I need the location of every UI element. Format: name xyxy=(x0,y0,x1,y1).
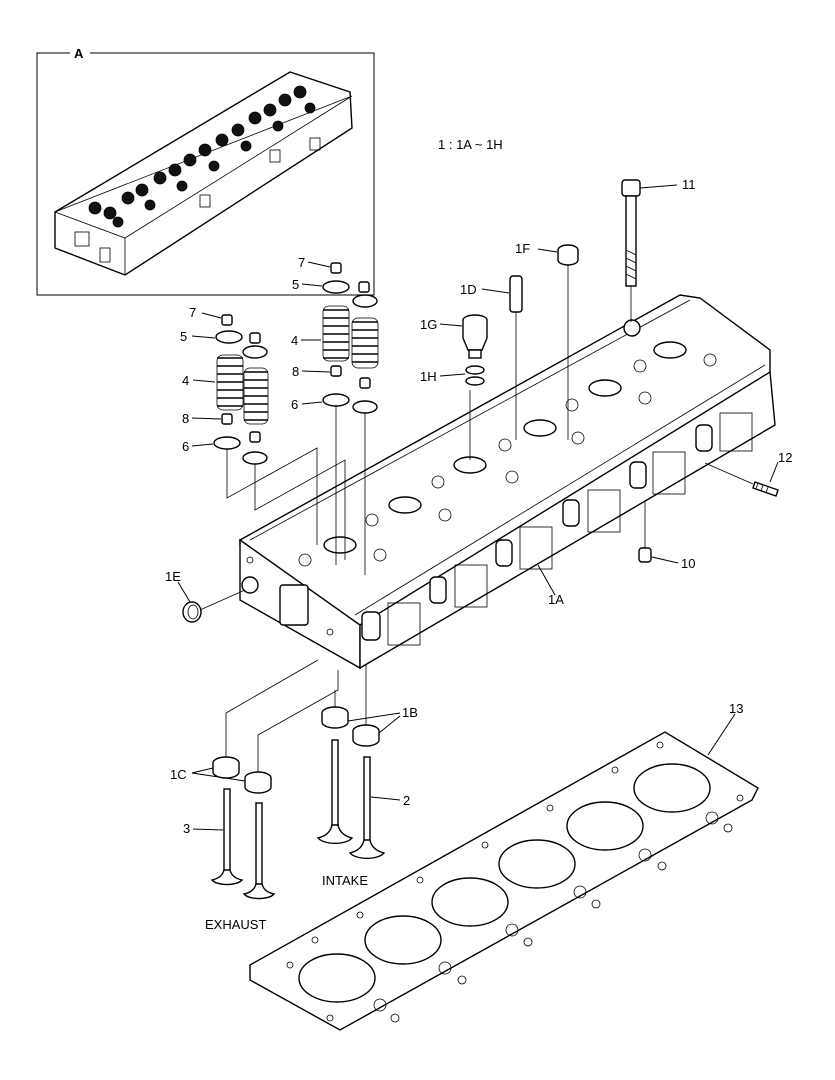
callout-1b: 1B xyxy=(402,705,418,720)
inset-a-detail: A xyxy=(36,46,375,296)
callout-5-center: 5 xyxy=(292,277,299,292)
valve-train-left xyxy=(191,312,346,560)
part-10-plug xyxy=(638,500,679,564)
inset-a-label: A xyxy=(74,46,84,61)
part-11-bolt xyxy=(621,179,678,322)
callout-8-center: 8 xyxy=(292,364,299,379)
callout-7-left: 7 xyxy=(189,305,196,320)
part-12-stud xyxy=(704,461,779,497)
callout-1g: 1G xyxy=(420,317,437,332)
intake-label: INTAKE xyxy=(322,873,368,888)
part-1g-injector-sleeve xyxy=(439,314,488,359)
callout-1a: 1A xyxy=(548,592,564,607)
spring-set-center xyxy=(322,305,379,369)
scale-note: 1 : 1A ~ 1H xyxy=(438,137,503,152)
callout-10: 10 xyxy=(681,556,695,571)
callout-5-left: 5 xyxy=(180,329,187,344)
part-3-exhaust-valves xyxy=(192,788,276,900)
side-ports xyxy=(361,412,753,646)
callout-4-left: 4 xyxy=(182,373,189,388)
callout-3: 3 xyxy=(183,821,190,836)
callout-13: 13 xyxy=(729,701,743,716)
callout-6-left: 6 xyxy=(182,439,189,454)
exhaust-label: EXHAUST xyxy=(205,917,266,932)
part-2-intake-valves xyxy=(316,739,401,860)
part-1h-o-rings xyxy=(439,365,485,460)
inset-valve-springs xyxy=(88,85,316,228)
callout-labels: 11 1F 1D 1G 1H 7 5 4 8 6 7 5 4 8 6 12 10… xyxy=(165,177,792,932)
callout-2: 2 xyxy=(403,793,410,808)
part-1d-guide xyxy=(481,275,523,440)
callout-1c: 1C xyxy=(170,767,187,782)
callout-11: 11 xyxy=(682,177,696,192)
callout-1f: 1F xyxy=(515,241,530,256)
callout-6-center: 6 xyxy=(291,397,298,412)
gasket-holes xyxy=(286,741,744,1023)
callout-4-center: 4 xyxy=(291,333,298,348)
deck-bosses xyxy=(298,319,717,567)
callout-7-center: 7 xyxy=(298,255,305,270)
callout-8-left: 8 xyxy=(182,411,189,426)
callout-12: 12 xyxy=(778,450,792,465)
callout-1d: 1D xyxy=(460,282,477,297)
callout-1h: 1H xyxy=(420,369,437,384)
spring-set-left xyxy=(216,354,269,425)
part-1c-valve-seats xyxy=(191,659,339,794)
part-1b-valve-seats xyxy=(321,665,401,747)
part-13-head-gasket xyxy=(249,713,759,1031)
valve-train-center xyxy=(301,261,379,575)
part-1e-plug xyxy=(177,581,246,623)
cylinder-head-1a xyxy=(239,294,776,670)
callout-1e: 1E xyxy=(165,569,181,584)
part-1f-sleeve xyxy=(537,244,579,440)
